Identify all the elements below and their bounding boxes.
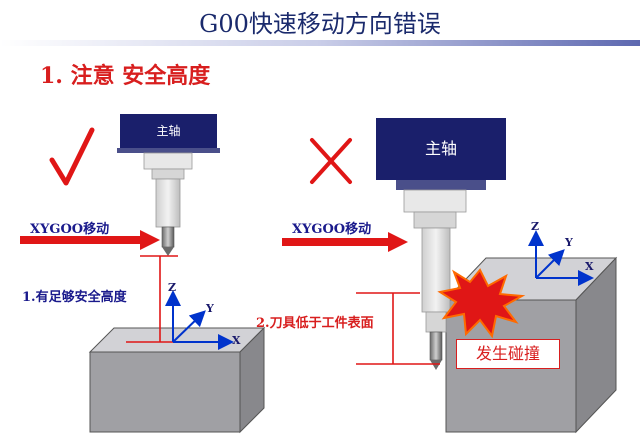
right-spindle-label: 主轴 <box>424 139 457 158</box>
left-move-arrow <box>20 230 160 250</box>
cross-mark-icon <box>310 138 352 184</box>
collision-label: 发生碰撞 <box>456 339 560 369</box>
check-mark-icon <box>49 127 95 186</box>
slide-title: G00快速移动方向错误 <box>199 10 441 38</box>
left-axis-z-label: Z <box>168 281 177 294</box>
left-axis-y-label: Y <box>206 302 214 315</box>
left-spindle <box>117 114 220 256</box>
collision-burst-icon <box>437 268 526 339</box>
right-below-surface-note: 2.刀具低于工件表面 <box>256 316 374 331</box>
right-depth-guide <box>356 292 440 365</box>
left-axes <box>165 290 234 350</box>
right-spindle <box>376 118 506 370</box>
left-axis-x-label: X <box>232 334 241 347</box>
right-axes <box>528 230 594 286</box>
right-axis-x-label: X <box>585 260 594 273</box>
right-move-arrow <box>282 232 408 252</box>
right-move-label: XYGOO移动 <box>292 222 372 237</box>
left-move-label: XYGOO移动 <box>30 222 110 237</box>
right-axis-y-label: Y <box>565 236 573 249</box>
section-heading: 1. 注意 安全高度 <box>40 63 211 89</box>
left-safe-height-note: 1.有足够安全高度 <box>22 290 127 305</box>
left-spindle-label: 主轴 <box>156 124 181 138</box>
title-underline <box>0 40 640 46</box>
right-axis-z-label: Z <box>531 220 540 233</box>
